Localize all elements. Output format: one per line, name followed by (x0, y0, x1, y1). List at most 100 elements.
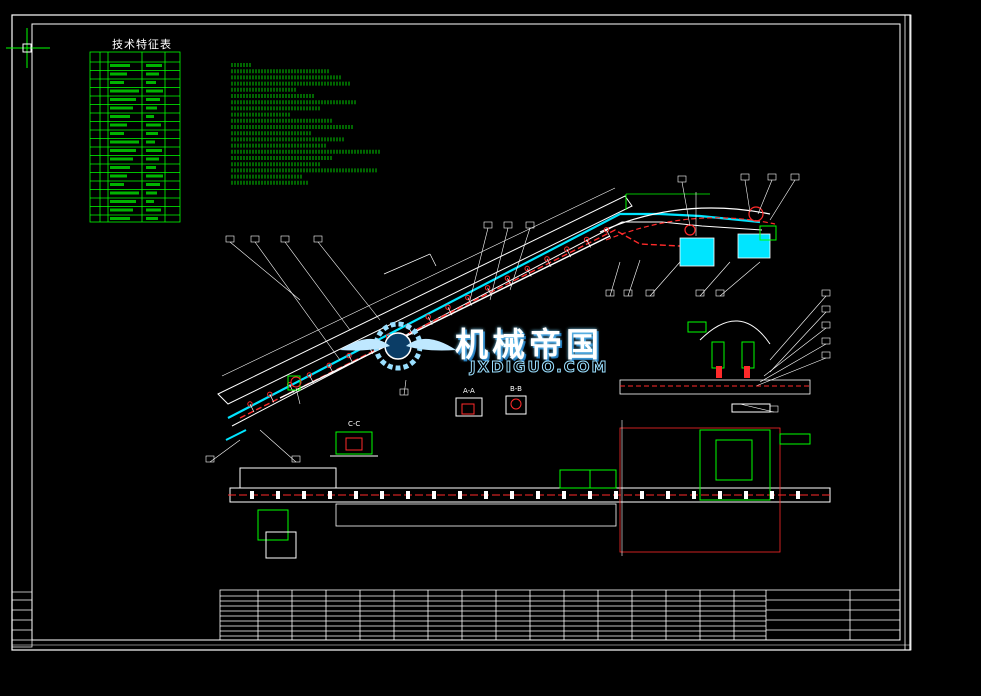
spec-cell-text-mark (110, 149, 136, 152)
idler-stand (546, 258, 552, 267)
idler-roller (445, 304, 451, 310)
spec-cell-text-mark (110, 191, 139, 195)
spec-table-cell-marks (110, 64, 163, 220)
leader-line (284, 241, 351, 331)
watermark-chinese-text: 机械帝国 (455, 325, 603, 364)
spec-cell-text-mark (146, 89, 163, 93)
plan-idler-mark (406, 491, 410, 499)
spec-cell-text-mark (146, 166, 156, 169)
idler-roller (504, 275, 511, 281)
leader-tag-box (623, 289, 633, 297)
leader-line (757, 179, 773, 215)
tail-section (287, 375, 302, 405)
leader-tag-box (291, 455, 301, 463)
plan-idler-mark (432, 491, 436, 499)
leader-tag-box (767, 173, 777, 181)
leader-line (759, 343, 827, 383)
leader-line (739, 403, 775, 413)
spec-cell-text-mark (110, 174, 127, 178)
idler-roller (524, 265, 530, 272)
idler-roller (465, 294, 471, 301)
section-views (330, 395, 527, 457)
plan-idler-mark (770, 491, 774, 499)
idler-stand (249, 403, 255, 413)
idler-stand (467, 297, 473, 306)
idler-stand (348, 355, 354, 364)
plan-idler-mark (744, 491, 748, 499)
plan-idler-mark (666, 491, 670, 499)
plan-idler-mark (510, 491, 514, 499)
leader-tag-box (821, 305, 831, 313)
leader-line (719, 261, 761, 297)
spec-cell-text-mark (146, 157, 159, 161)
spec-cell-text-mark (110, 89, 139, 93)
spec-cell-text-mark (110, 140, 139, 144)
leader-line (609, 261, 621, 297)
spec-cell-text-mark (110, 183, 124, 186)
idler-stand (526, 268, 532, 277)
idler-roller (267, 391, 273, 398)
leader-tag-box (605, 289, 615, 297)
leader-line (649, 261, 681, 297)
plan-idler-mark (458, 491, 462, 499)
spec-cell-text-mark (146, 183, 160, 186)
spec-cell-text-mark (110, 132, 124, 135)
leader-line (627, 259, 641, 297)
spec-cell-text-mark (110, 115, 130, 118)
idler-stand (447, 307, 453, 316)
leader-line (744, 179, 751, 213)
plan-idler-mark (614, 491, 618, 499)
idler-stand (586, 239, 591, 248)
leader-tag-box (790, 173, 800, 181)
leader-line (209, 439, 241, 463)
spec-cell-text-mark (110, 200, 136, 203)
plan-idler-mark (302, 491, 306, 499)
idler-roller (306, 372, 313, 378)
leader-tag-box (740, 173, 750, 181)
leader-tag-box (821, 351, 831, 359)
spec-cell-text-mark (146, 208, 161, 212)
spec-cell-text-mark (146, 217, 158, 220)
plan-idler-mark (640, 491, 644, 499)
plan-idler-mark (354, 491, 358, 499)
spec-table-title: 技术特征表 (112, 38, 172, 51)
leader-tag-box (525, 221, 535, 229)
spec-cell-text-mark (146, 191, 157, 195)
spec-cell-text-mark (146, 200, 154, 203)
inclined-conveyor (217, 187, 776, 441)
title-block (219, 589, 901, 641)
spec-cell-text-mark (146, 140, 155, 144)
plan-view (228, 420, 832, 559)
plan-idler-mark (588, 491, 592, 499)
leader-line (769, 179, 796, 221)
spec-cell-text-mark (110, 72, 127, 76)
idler-stand (269, 394, 275, 403)
plan-idler-mark (796, 491, 800, 499)
spec-cell-text-mark (110, 217, 130, 220)
spec-cell-text-mark (146, 81, 156, 84)
leader-line (699, 261, 731, 297)
leader-line (259, 429, 297, 463)
idler-stand (427, 316, 433, 326)
spec-cell-text-mark (146, 106, 157, 110)
idler-roller (484, 285, 491, 291)
margin-stamp-column (11, 591, 33, 648)
plan-idler-mark (692, 491, 696, 499)
plan-idler-mark (562, 491, 566, 499)
idler-stand (566, 248, 572, 258)
leader-line (769, 295, 827, 361)
leader-tag-box (821, 289, 831, 297)
leader-tag-box (250, 235, 260, 243)
spec-cell-text-mark (110, 166, 130, 169)
idler-roller (603, 227, 610, 233)
leader-tag-box (645, 289, 655, 297)
head-drive-unit (625, 192, 777, 267)
leader-line (509, 227, 531, 291)
spec-cell-text-mark (110, 208, 133, 212)
section-b-b (505, 395, 527, 415)
detail-view-head (619, 320, 811, 413)
technical-notes-block (231, 63, 380, 185)
leader-tag-box (695, 289, 705, 297)
leader-line (763, 327, 827, 377)
